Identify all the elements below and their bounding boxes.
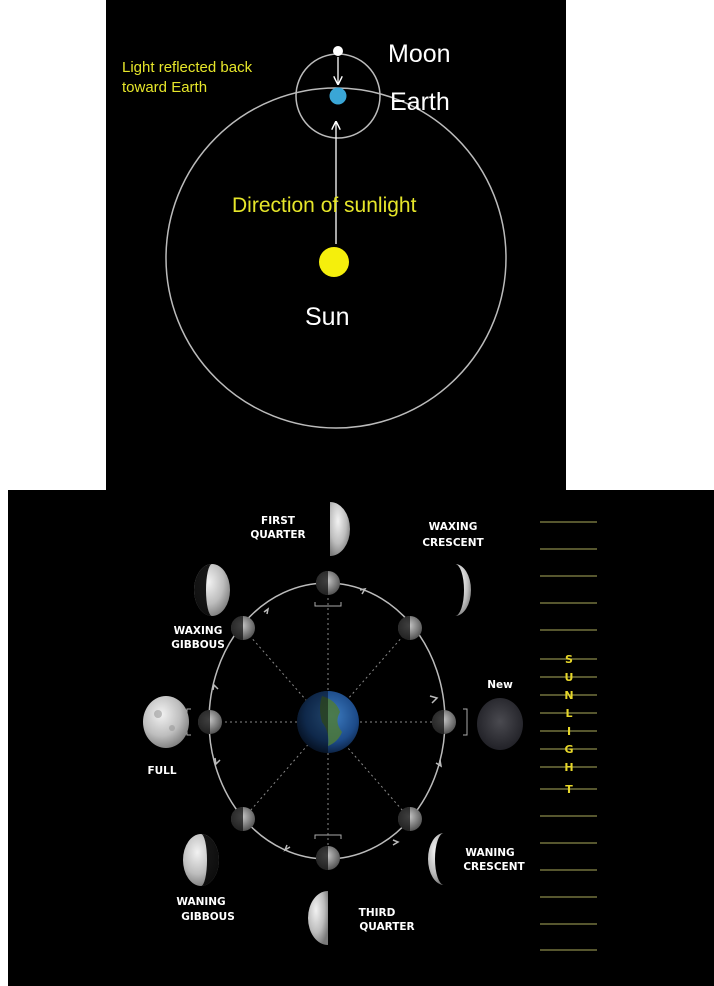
first-quarter-label-line2: QUARTER (250, 529, 305, 541)
phase-labels: FIRST QUARTER WAXING CRESCENT WAXING GIB… (147, 515, 525, 933)
orbit-moon-third-quarter (316, 846, 340, 870)
top-panel: Moon Earth Sun Direction of sunlight Lig… (106, 0, 566, 494)
waning-crescent-label-line1: WANING (465, 847, 514, 859)
waxing-gibbous-label-line1: WAXING (174, 625, 223, 637)
orbit-moon-full (198, 710, 222, 734)
sunlight-letter: I (567, 725, 571, 738)
bottom-panel-background (8, 490, 714, 986)
waxing-gibbous-label-line2: GIBBOUS (171, 639, 225, 651)
sunlight-letter: T (565, 783, 573, 796)
orbit-moon-waxing-crescent (398, 616, 422, 640)
orbit-arrow-icon (263, 607, 270, 615)
bottom-panel: S U N L I G H T (8, 490, 714, 986)
reflected-light-label-line2: toward Earth (122, 79, 207, 96)
phase-moons (143, 502, 523, 945)
moon-label: Moon (388, 40, 451, 68)
orbit-arrow-icon (359, 587, 367, 595)
waning-crescent-label-line2: CRESCENT (463, 861, 525, 873)
third-quarter-label-line2: QUARTER (359, 921, 414, 933)
sunlight-direction-label: Direction of sunlight (232, 194, 417, 217)
third-quarter-moon-icon (308, 891, 328, 945)
sunlight-letter: G (564, 743, 573, 756)
bracket-mark (463, 708, 468, 736)
earth-icon (297, 691, 359, 753)
sun-label: Sun (305, 303, 349, 331)
reflected-light-label-line1: Light reflected back (122, 59, 253, 76)
full-moon-icon (143, 696, 189, 748)
earth-icon (329, 87, 347, 105)
orbit-arrow-icon (435, 759, 443, 768)
full-label: FULL (147, 765, 176, 777)
orbit-moon-waning-gibbous (231, 807, 255, 831)
orbit-arrow-icon (214, 757, 221, 766)
waxing-crescent-label-line2: CRESCENT (422, 537, 484, 549)
sunlight-letter: S (565, 653, 573, 666)
earth-label: Earth (390, 88, 450, 116)
orbit-moon-waning-crescent (398, 807, 422, 831)
bracket-mark (314, 602, 342, 607)
orbit-direction-arrows (212, 587, 443, 852)
waxing-crescent-label-line1: WAXING (429, 521, 478, 533)
waxing-crescent-moon-icon (455, 564, 471, 616)
first-quarter-label-line1: FIRST (261, 515, 296, 527)
new-label: New (487, 679, 513, 691)
sunlight-letter: N (564, 689, 573, 702)
sunlight-letter: H (564, 761, 573, 774)
orbit-arrow-icon (212, 683, 219, 691)
waxing-gibbous-moon-icon (194, 564, 230, 616)
orbit-moons (198, 571, 456, 870)
orbit-arrow-icon (392, 839, 400, 846)
bracket-mark (314, 834, 342, 839)
third-quarter-label-line1: THIRD (359, 907, 396, 919)
waning-crescent-moon-icon (428, 833, 444, 885)
new-moon-icon (477, 698, 523, 750)
sunlight-letter: U (565, 671, 574, 684)
orbit-moon-first-quarter (316, 571, 340, 595)
sunlight-label: S U N L I G H T (564, 653, 573, 796)
orbit-arrow-icon (283, 844, 291, 852)
sunlight-letter: L (565, 707, 572, 720)
orbit-moon-new (432, 710, 456, 734)
first-quarter-moon-icon (330, 502, 350, 556)
sun-icon (319, 247, 349, 277)
orbit-moon-waxing-gibbous (231, 616, 255, 640)
moon-icon (333, 46, 343, 56)
waning-gibbous-label-line2: GIBBOUS (181, 911, 235, 923)
waning-gibbous-moon-icon (183, 834, 219, 886)
waning-gibbous-label-line1: WANING (176, 896, 225, 908)
orbit-arrow-icon (429, 695, 439, 704)
sunlight-rays (540, 521, 597, 951)
